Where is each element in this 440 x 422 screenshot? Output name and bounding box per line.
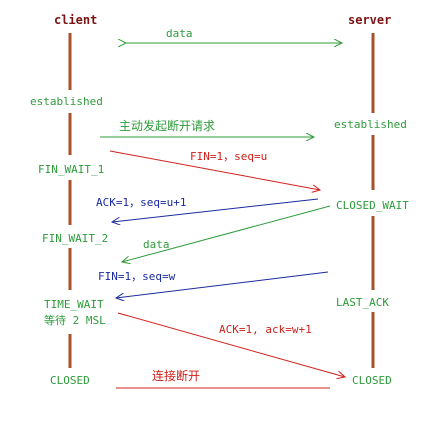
data-label-top: data — [166, 27, 193, 40]
fin-2-arrow — [116, 271, 329, 298]
fin-1-label: FIN=1，seq=u — [190, 150, 268, 163]
server-state-last-ack: LAST_ACK — [336, 296, 389, 309]
ack-2-arrow — [117, 312, 345, 377]
disconnect-label: 连接断开 — [152, 369, 201, 383]
ack-2-label: ACK=1, ack=w+1 — [219, 323, 312, 336]
server-title: server — [348, 13, 392, 27]
close-request-label: 主动发起断开请求 — [119, 119, 216, 133]
client-state-established: established — [30, 95, 103, 108]
server-state-closed: CLOSED — [352, 374, 392, 387]
server-state-closed-wait: CLOSED_WAIT — [336, 199, 409, 212]
client-state-fin-wait-2: FIN_WAIT_2 — [42, 232, 109, 245]
server-state-established: established — [334, 118, 407, 131]
data-label-mid: data — [143, 238, 170, 251]
ack-1-arrow — [112, 198, 319, 222]
data-arrow-mid — [122, 205, 331, 262]
ack-1-label: ACK=1，seq=u+1 — [96, 196, 187, 209]
client-state-time-wait: TIME_WAIT — [44, 298, 104, 311]
client-state-fin-wait-1: FIN_WAIT_1 — [38, 163, 105, 176]
client-state-time-wait-note: 等待 2 MSL — [44, 314, 106, 327]
fin-2-label: FIN=1，seq=w — [98, 270, 176, 283]
fin-1-arrow — [109, 150, 320, 190]
client-state-closed: CLOSED — [50, 374, 90, 387]
client-title: client — [54, 13, 98, 27]
